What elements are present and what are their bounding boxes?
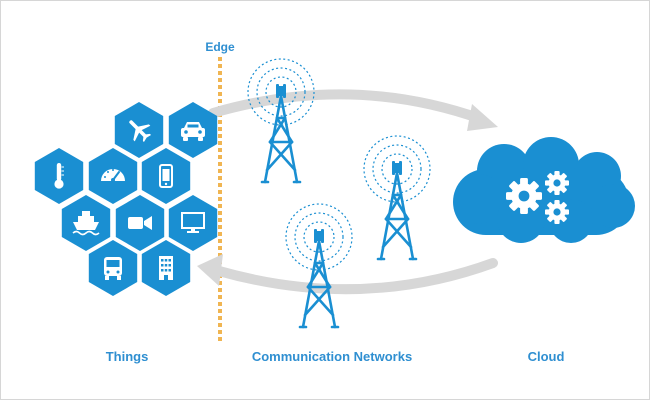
gear-icon [506,178,542,214]
airplane-icon [114,102,164,158]
gear-icon [545,171,569,195]
cloud-icon [453,137,635,243]
cell-tower-icon [284,202,354,329]
thermometer-icon [34,148,84,204]
things-label: Things [105,349,149,364]
monitor-icon [168,195,218,251]
video-camera-icon [115,195,165,251]
speedometer-icon [88,148,138,204]
ship-icon [61,195,111,251]
edge-label: Edge [205,40,235,54]
smartphone-icon [141,148,191,204]
cell-tower-icon [246,57,316,184]
bus-icon [88,240,138,296]
gear-icon [545,200,569,224]
cloud-label: Cloud [527,349,565,364]
cell-tower-icon [362,134,432,261]
things-hex-grid [34,102,218,296]
car-icon [168,102,218,158]
communication-networks-label: Communication Networks [251,349,413,364]
upper-flow-arrow [208,89,498,131]
building-icon [141,240,191,296]
lower-flow-arrow [197,254,498,295]
